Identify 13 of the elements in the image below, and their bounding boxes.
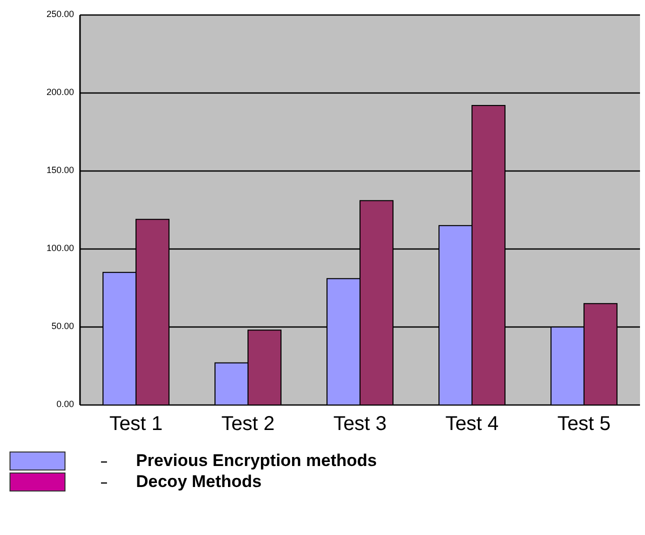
category-label: Test 1 xyxy=(108,413,164,436)
category-label: Test 5 xyxy=(556,413,612,436)
legend-label: Previous Encryption methods xyxy=(136,451,377,471)
category-label: Test 4 xyxy=(444,413,500,436)
category-label: Test 3 xyxy=(332,413,388,436)
category-label: Test 2 xyxy=(220,413,276,436)
legend-label: Decoy Methods xyxy=(136,472,262,492)
axis-tick-label: 100.00 xyxy=(45,243,74,253)
axis-tick-label: 50.00 xyxy=(50,321,74,331)
axis-tick-label: 0.00 xyxy=(55,399,74,409)
axis-tick-label: 200.00 xyxy=(45,87,74,97)
axis-tick-label: 150.00 xyxy=(45,165,74,175)
axis-tick-label: 250.00 xyxy=(45,9,74,19)
